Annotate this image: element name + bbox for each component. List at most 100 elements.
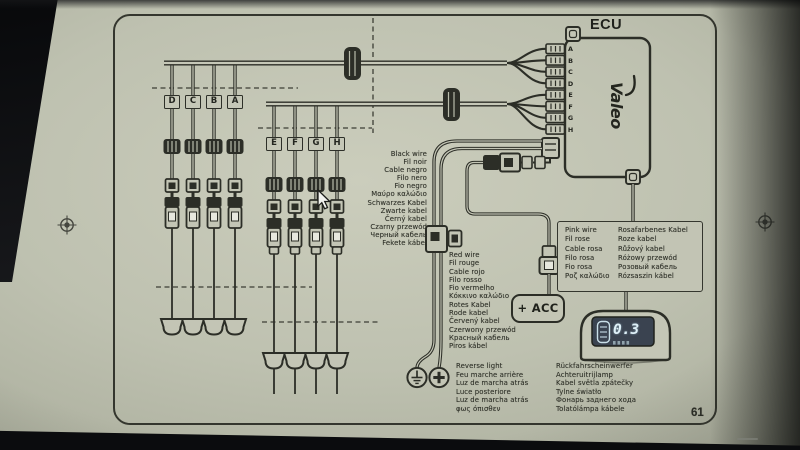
pink-wire-label-line: Rózsaszin kábel [618, 272, 674, 281]
power-harness [483, 137, 560, 173]
reverse-light-label-line: Luz de marcha atrás [456, 396, 529, 405]
reverse-light-label-line: Feu marche arrière [456, 370, 524, 379]
pink-wire-label-line: Růžový kabel [618, 244, 665, 253]
dashed-reference-lines [152, 18, 380, 323]
red-wire-label-line: Fio vermelho [449, 284, 495, 293]
black-wire-label-line: Fio negro [394, 182, 427, 191]
photo-dark-edge-top [0, 0, 800, 9]
front-connector-label-a: A [227, 95, 243, 109]
red-wire-label-line: Červený kabel [449, 317, 500, 326]
display-screen [591, 316, 655, 347]
rear-connector-label-e: E [266, 137, 282, 151]
reverse-light-label-line: Фонарь заднего хода [556, 396, 637, 405]
display-segment-bars [613, 341, 630, 345]
display-unit [579, 309, 672, 364]
ecu-pin-letter: G [567, 114, 574, 122]
rear-connector-label-f: F [287, 137, 303, 151]
ecu-pin-letter: H [567, 125, 574, 134]
mouse-cursor [317, 188, 332, 210]
black-wire-label-line: Zwarte kabel [380, 206, 427, 215]
black-wire-label-line: Černý kabel [384, 214, 427, 223]
red-wire-label-line: Cable rojo [449, 267, 485, 276]
reverse-light-plus-symbol [428, 366, 450, 389]
red-wire-label-line: Fil rouge [449, 259, 480, 268]
black-wire-label-line: Fil noir [403, 158, 427, 167]
red-wire-label-line: Красный кабель [449, 333, 510, 342]
pink-wire-label-line: Pink wire [565, 226, 597, 234]
valeo-logo: Valeo [607, 82, 626, 129]
ecu-mount-tab [565, 26, 581, 42]
pink-wire-label-line: Roze kabel [618, 235, 657, 244]
pink-wire-label-line: Ροζ καλώδιο [565, 272, 610, 281]
reverse-light-label-line: Tolatólámpa kábele [556, 404, 625, 413]
red-wire-run [465, 160, 560, 294]
inline-fuse [483, 155, 500, 170]
rear-connector-label-h: H [329, 137, 345, 151]
harness-cables [164, 47, 507, 121]
display-distance-value: 0.3 [613, 322, 640, 338]
ecu-unit [545, 26, 652, 185]
pink-wire-label-box [557, 221, 703, 292]
black-wire-label-line: Czarny przewód [370, 222, 427, 231]
black-wire-label-line: Черный кабель [370, 230, 427, 239]
red-wire-label-line: Piros kábel [449, 342, 488, 351]
reverse-light-label-line: Tylne światło [556, 387, 602, 396]
red-wire-label-line: Rotes Kabel [449, 300, 491, 309]
ecu-pin-letter: B [568, 56, 573, 65]
pink-wire-label-line: Fil rose [565, 235, 591, 244]
red-wire-label-line: Filo rosso [449, 275, 482, 284]
car-rear-icon [596, 320, 611, 344]
ecu-pin-letter: D [567, 79, 574, 88]
ecu-fanout-strands [506, 47, 547, 131]
reverse-light-label-line: Achteruitrijlamp [556, 370, 613, 379]
pink-wire-label-line: Rosafarbenes Kabel [618, 226, 688, 234]
firewall-grommet [443, 88, 460, 121]
red-wire-label-line: Rode kabel [449, 309, 489, 318]
page-number: 61 [691, 407, 704, 419]
ecu-label: ECU [590, 17, 623, 33]
red-wire-label-line: Red wire [449, 251, 480, 259]
reverse-light-label-line: Rückfahrscheinwerfer [556, 362, 633, 370]
red-wire-label-line: Czerwony przewód [449, 325, 516, 334]
reverse-light-label-line: Reverse light [456, 362, 503, 370]
valeo-swoosh [624, 74, 636, 97]
red-wire-label-line: Κόκκινο καλώδιο [449, 292, 510, 301]
acc-connection-label: + ACC [511, 294, 565, 323]
reverse-light-label-line: Luce posteriore [456, 387, 511, 396]
black-wire-label-line: Schwarzes Kabel [367, 198, 427, 207]
black-wire-label-line: Filo nero [396, 174, 427, 183]
pink-wire-label-line: Fio rosa [565, 263, 593, 272]
ground-symbol [406, 366, 428, 389]
rear-connector-label-g: G [308, 137, 324, 151]
firewall-grommet [344, 47, 361, 80]
registration-mark-left [56, 214, 78, 236]
black-wire-run [406, 139, 542, 389]
pink-wire-label-line: Cable rosa [565, 244, 603, 253]
front-connector-label-d: D [164, 95, 180, 109]
pink-wire-label-line: Розовый кабель [618, 263, 678, 272]
front-connector-label-c: C [185, 95, 201, 109]
photo-dark-edge-right [710, 0, 800, 450]
ecu-pin-letter: C [568, 68, 573, 76]
ecu-pin-letter: E [568, 91, 573, 99]
reverse-light-label-line: φως όπισθεν [456, 404, 501, 413]
black-wire-label-line: Fekete kábel [382, 239, 427, 248]
front-connector-label-b: B [206, 95, 222, 109]
black-wire-label-line: Black wire [390, 150, 427, 158]
pink-wire-label-line: Różowy przewód [618, 253, 678, 262]
pink-wire-label-line: Filo rosa [565, 253, 595, 262]
black-wire-label-line: Μαύρο καλώδιο [371, 190, 427, 199]
bezel-dash-mark [737, 438, 758, 440]
ecu-pin-letter: A [568, 45, 573, 53]
reverse-light-label-line: Kabel světla zpátečky [556, 379, 634, 388]
ecu-pin-letter: F [568, 102, 573, 111]
